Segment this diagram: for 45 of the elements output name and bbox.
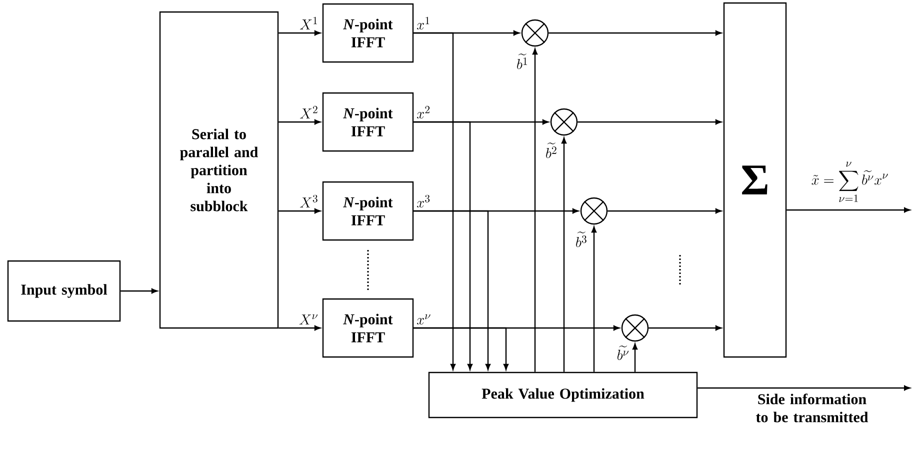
- multiplier-circle: [580, 197, 608, 225]
- edge-label: $x^{1}$: [417, 16, 430, 30]
- ifft-box: N-point IFFT: [322, 92, 414, 152]
- arrow: [608, 208, 722, 214]
- ifft-box: N-point IFFT: [322, 298, 414, 358]
- arrow: [278, 30, 321, 36]
- arrow: [648, 325, 722, 331]
- arrow: [414, 32, 456, 370]
- edge-label: $\widetilde{b^{2}}$: [546, 142, 556, 158]
- arrow: [632, 343, 638, 372]
- arrow: [414, 121, 473, 370]
- edge-label: $x^{3}$: [417, 194, 430, 208]
- edge-label: $x^{2}$: [417, 106, 430, 119]
- edge-label: $\tilde{x}=\sum_{\nu=1}^{\nu}\widetilde{b^{\nu}}x^{\nu}$: [812, 162, 888, 202]
- arrow: [120, 288, 158, 294]
- summation-box: Σ: [723, 2, 787, 358]
- arrow: [414, 327, 509, 370]
- edge-label: $X^{\nu}$: [299, 314, 318, 324]
- edge-label: $X^{2}$: [300, 106, 318, 118]
- arrow: [278, 119, 321, 125]
- arrow: [578, 119, 722, 125]
- process-box: Input symbol: [7, 260, 121, 322]
- arrow: [698, 385, 910, 391]
- arrow: [786, 207, 910, 213]
- arrow: [548, 30, 722, 36]
- process-box: Serial to parallel and partition into subblock: [159, 11, 279, 329]
- arrow: [591, 226, 597, 372]
- edge-label: $\widetilde{b^{1}}$: [517, 54, 527, 70]
- edge-label: $X^{3}$: [300, 194, 318, 208]
- ifft-box: N-point IFFT: [322, 181, 414, 241]
- edge-label: $\widetilde{b^{3}}$: [576, 232, 586, 248]
- arrow: [278, 325, 321, 331]
- edge-label: $\widetilde{b^{\nu}}$: [617, 346, 629, 360]
- multiplier-circle: [521, 19, 549, 47]
- arrow: [414, 210, 491, 370]
- edge-label: Side information to be transmitted: [756, 394, 868, 422]
- edge-label: $X^{1}$: [300, 16, 317, 30]
- ifft-box: N-point IFFT: [322, 3, 414, 63]
- multiplier-circle: [621, 314, 649, 342]
- arrow: [561, 137, 567, 372]
- process-box: Peak Value Optimization: [428, 372, 698, 418]
- edge-label: $x^{\nu}$: [417, 314, 430, 325]
- arrow: [532, 48, 538, 372]
- arrow: [278, 208, 321, 214]
- multiplier-circle: [550, 108, 578, 136]
